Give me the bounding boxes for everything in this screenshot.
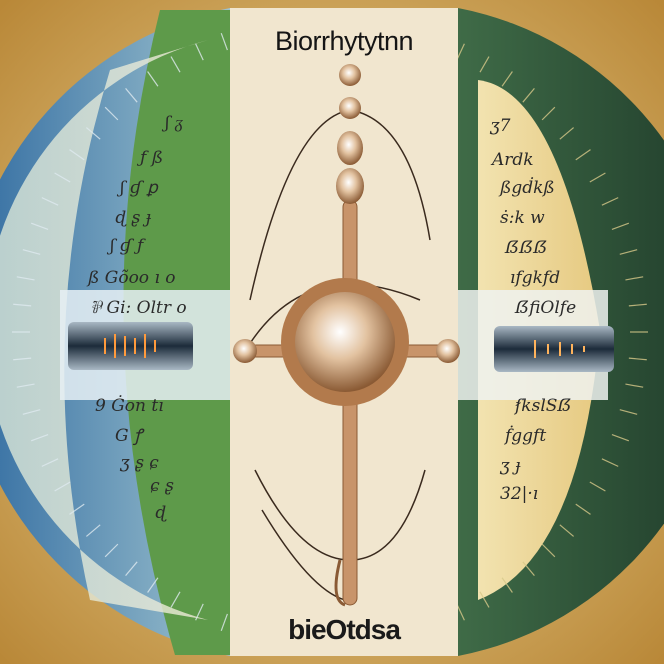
dial-tick <box>522 561 535 576</box>
dial-tick <box>13 303 32 307</box>
dial-tick <box>104 106 119 121</box>
dial-tick <box>479 56 490 73</box>
dial-tick <box>479 591 490 608</box>
dial-tick <box>625 276 644 281</box>
glyph-row: ɖ ʂ ɟ <box>115 208 151 228</box>
left-wave-window <box>68 322 193 370</box>
pendulum <box>233 64 460 607</box>
dial-tick <box>69 149 85 161</box>
glyph-row: ẞfiOlfe <box>515 298 577 318</box>
dial-tick <box>522 88 535 103</box>
dial-tick <box>456 603 465 621</box>
dial-tick <box>628 357 647 361</box>
dial-tick <box>125 561 138 576</box>
dial-tick <box>147 577 159 593</box>
dial-tick <box>220 32 228 51</box>
dial-tick <box>501 577 513 593</box>
glyph-row: 32|·ı <box>500 484 539 504</box>
glyph-row: 9 Ġon tı <box>95 396 164 416</box>
dial-tick <box>619 249 638 255</box>
dial-tick <box>611 222 630 230</box>
glyph-row: ḟggft <box>505 426 547 446</box>
glyph-row: ẜkslSẞ <box>515 396 572 416</box>
glyph-row: ʒ ʂ ɕ <box>120 453 159 473</box>
dial-tick <box>41 458 59 467</box>
glyph-row: ʒ7 <box>490 116 511 136</box>
glyph-row: ⅌ Gi: Oltr o <box>90 298 187 318</box>
dial-tick <box>16 276 35 281</box>
dial-tick <box>541 543 556 558</box>
dial-tick <box>54 481 71 492</box>
dial-tick <box>559 127 574 140</box>
left-wave-signal <box>104 334 156 358</box>
right-wave-signal <box>534 340 585 358</box>
title: Biorrhytytnn <box>274 26 414 56</box>
dial-tick <box>619 409 638 415</box>
glyph-row: ʃ ᵹ <box>165 113 184 133</box>
glyph-row: ßgḋkß <box>500 178 555 198</box>
dial-tick <box>559 524 574 537</box>
dial-tick <box>86 127 101 140</box>
dial-tick <box>41 197 59 206</box>
dial-tick <box>220 613 228 632</box>
glyph-row: G ꝭ <box>115 426 143 446</box>
dial-tick <box>22 249 41 255</box>
dial-tick <box>589 172 606 183</box>
dial-tick <box>589 481 606 492</box>
dial-tick <box>30 434 49 442</box>
glyph-row: ʃ ɠ ƒ <box>110 236 144 256</box>
glyph-row: ʃ ɠ ꝑ <box>120 178 158 198</box>
dial-tick <box>86 524 101 537</box>
glyph-row: Ardk <box>492 150 534 170</box>
dial-tick <box>625 383 644 388</box>
dial-tick <box>104 543 119 558</box>
glyph-row: ẞẞẞ <box>505 238 548 258</box>
footer-text: bieOtdsa <box>288 614 401 645</box>
dial-tick <box>54 172 71 183</box>
right-wave-window <box>494 326 614 372</box>
glyph-row: ʒ ɟ <box>500 456 521 476</box>
glyph-row: ṡ:k w <box>500 208 545 228</box>
dial-tick <box>170 591 181 608</box>
dial-tick <box>22 409 41 415</box>
dial-tick <box>501 71 513 87</box>
dial-tick <box>575 149 591 161</box>
dial-tick <box>456 43 465 61</box>
dial-tick <box>628 303 647 307</box>
dial-tick <box>541 106 556 121</box>
glyph-row: ß Gõoo ı o <box>88 268 176 288</box>
dial-tick <box>170 56 181 73</box>
dial-tick <box>601 458 619 467</box>
dial-tick <box>601 197 619 206</box>
glyph-row: ƒ ß <box>140 148 164 168</box>
glyph-row: ɕ ʂ <box>150 476 174 496</box>
dial-tick <box>195 43 204 61</box>
dial-tick <box>30 222 49 230</box>
dial-tick <box>16 383 35 388</box>
dial-tick <box>13 357 32 361</box>
glyph-row: ɖ <box>155 503 166 523</box>
dial-tick <box>611 434 630 442</box>
dial-tick <box>125 88 138 103</box>
dial-tick <box>575 503 591 515</box>
dial-tick <box>195 603 204 621</box>
dial-tick <box>69 503 85 515</box>
dial-tick <box>147 71 159 87</box>
left-glyph-panel <box>0 40 208 620</box>
glyph-row: ıfgkfd <box>510 268 561 288</box>
